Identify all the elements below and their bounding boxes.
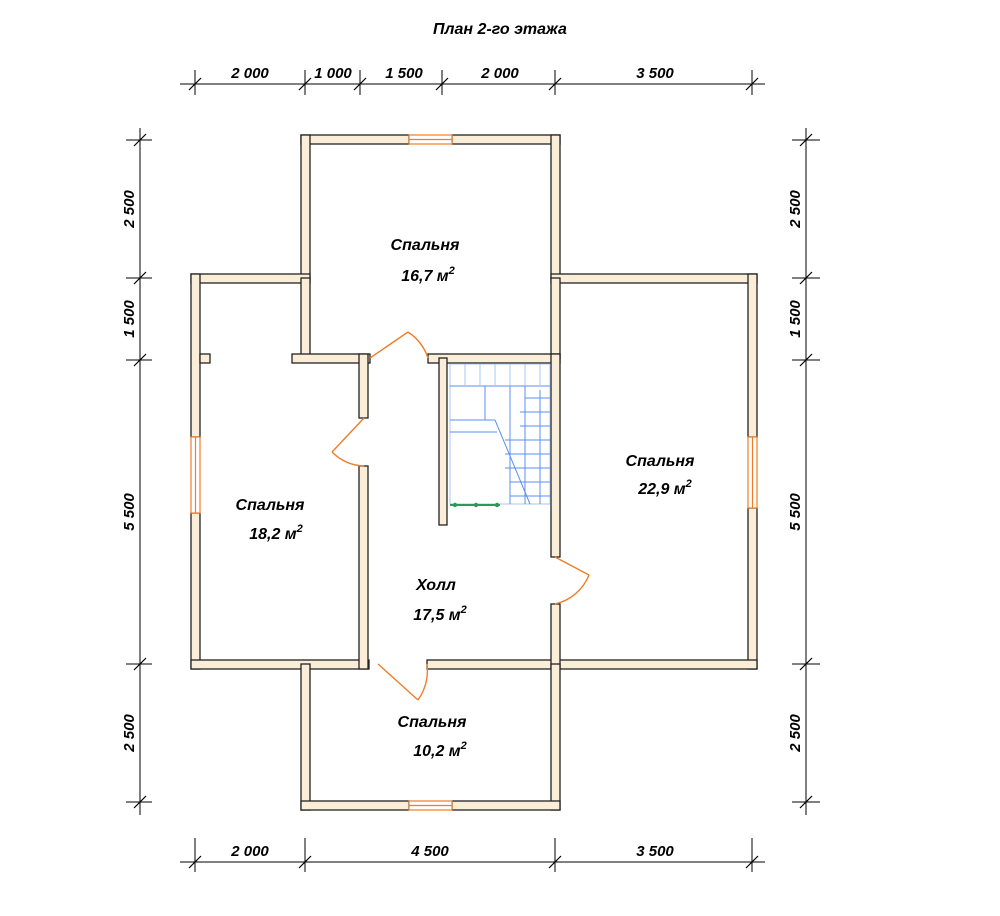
dim-top-5: 3 500	[636, 65, 674, 82]
room-area: 18,2 м2	[249, 523, 303, 543]
room-area: 17,5 м2	[413, 604, 467, 624]
window-top	[408, 134, 453, 145]
walls	[190, 134, 758, 811]
dim-left-2: 1 500	[121, 300, 138, 338]
dim-top-1: 2 000	[230, 65, 269, 82]
room-hall: Холл 17,5 м2	[413, 577, 467, 624]
dim-bottom-1: 2 000	[230, 843, 269, 860]
staircase	[449, 363, 551, 508]
room-name: Спальня	[391, 237, 461, 254]
dim-bottom-2: 4 500	[410, 843, 449, 860]
window-bottom	[408, 800, 453, 811]
room-area: 16,7 м2	[401, 265, 455, 285]
dim-top-2: 1 000	[314, 65, 352, 82]
dimension-chain-top: 2 000 1 000 1 500 2 000 3 500	[180, 65, 765, 95]
room-bedroom-bottom: Спальня 10,2 м2	[398, 714, 468, 760]
room-bedroom-top: Спальня 16,7 м2	[391, 237, 461, 285]
dim-right-1: 2 500	[787, 190, 804, 229]
dim-right-3: 5 500	[787, 493, 804, 531]
room-area: 10,2 м2	[413, 740, 467, 760]
dim-bottom-3: 3 500	[636, 843, 674, 860]
room-name: Спальня	[626, 453, 696, 470]
windows	[190, 134, 758, 811]
room-bedroom-left: Спальня 18,2 м2	[236, 497, 306, 543]
dimension-chain-bottom: 2 000 4 500 3 500	[180, 838, 765, 872]
dimension-chain-right: 2 500 1 500 5 500 2 500	[787, 128, 820, 815]
door-top-bedroom	[369, 331, 429, 359]
dim-left-4: 2 500	[121, 714, 138, 753]
dim-left-1: 2 500	[121, 190, 138, 229]
window-left	[190, 436, 201, 514]
room-name: Спальня	[236, 497, 306, 514]
door-right-bedroom	[554, 556, 590, 605]
dim-right-2: 1 500	[787, 300, 804, 338]
door-left-bedroom	[331, 417, 365, 467]
plan-title: План 2-го этажа	[433, 21, 567, 38]
room-bedroom-right: Спальня 22,9 м2	[626, 453, 696, 498]
doors	[331, 331, 590, 701]
dim-top-3: 1 500	[385, 65, 423, 82]
dimension-chain-left: 2 500 1 500 5 500 2 500	[121, 128, 152, 815]
room-name: Холл	[415, 577, 456, 594]
window-right	[747, 436, 758, 509]
dim-right-4: 2 500	[787, 714, 804, 753]
room-name: Спальня	[398, 714, 468, 731]
room-area: 22,9 м2	[637, 478, 692, 498]
door-bottom-bedroom	[377, 663, 429, 701]
dim-left-3: 5 500	[121, 493, 138, 531]
dim-top-4: 2 000	[480, 65, 519, 82]
